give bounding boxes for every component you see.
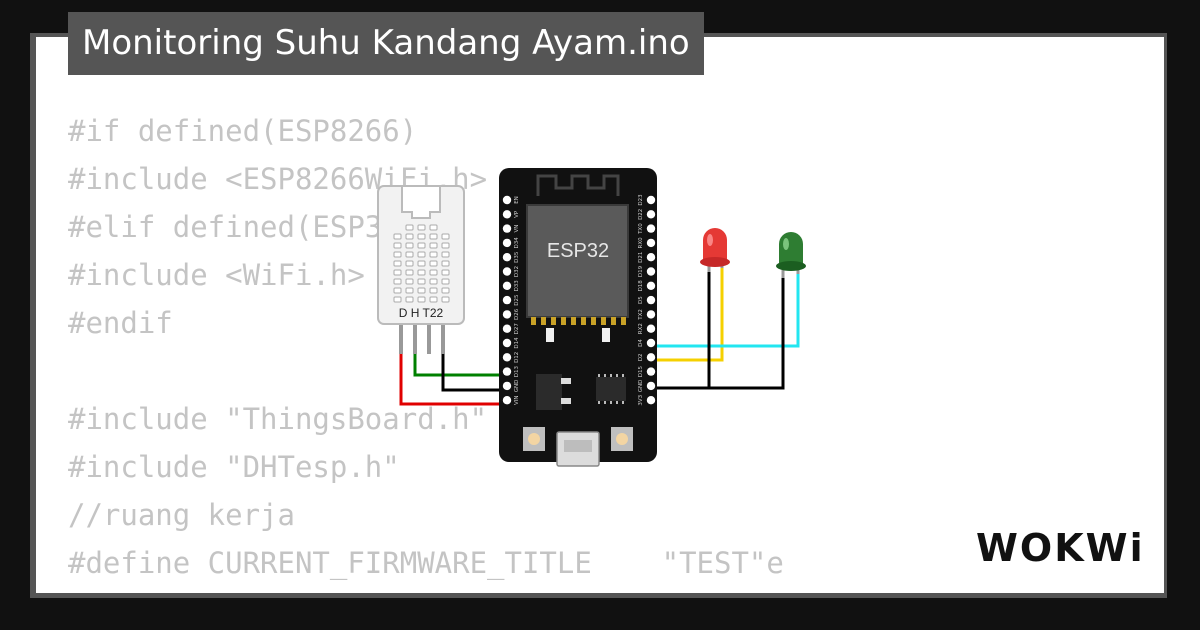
pin-label: D32: [514, 266, 520, 277]
wire-black-led-red: [652, 266, 711, 390]
pin-label: D13: [514, 365, 520, 377]
led-green[interactable]: [776, 232, 806, 278]
pin-label: D33: [514, 280, 520, 292]
smd-component: [546, 328, 554, 342]
code-line: #define CURRENT_FIRMWARE_TITLE "TEST"e: [68, 546, 784, 580]
code-line: #if defined(ESP8266): [68, 114, 418, 148]
pin-tx2[interactable]: [646, 310, 656, 319]
pin-d21[interactable]: [646, 253, 656, 262]
pin-label: D25: [514, 294, 520, 306]
pin-d15[interactable]: [646, 367, 656, 376]
pin-d32[interactable]: [502, 267, 512, 276]
led-red[interactable]: [700, 228, 730, 272]
wokwi-logo: WOKWi: [976, 526, 1145, 570]
pin-label: VN: [514, 225, 520, 233]
pin-label: D35: [514, 251, 520, 263]
en-button-cap[interactable]: [616, 433, 628, 445]
pin-label: D4: [638, 339, 644, 347]
pin-label: EN: [514, 196, 520, 204]
pin-d22[interactable]: [646, 210, 656, 219]
pin-d19[interactable]: [646, 267, 656, 276]
usb-uart-chip: [596, 377, 626, 401]
pin-label: D21: [638, 252, 644, 263]
pin-d12[interactable]: [502, 353, 512, 362]
pin-label: D2: [638, 353, 644, 361]
pin-d23[interactable]: [646, 195, 656, 205]
smd-component: [602, 328, 610, 342]
pin-tx0[interactable]: [646, 224, 656, 233]
wire-black-dht: [441, 352, 508, 392]
code-line: #include "DHTesp.h": [68, 450, 400, 484]
pin-label: RX2: [638, 323, 644, 334]
pin-vn[interactable]: [502, 224, 512, 233]
pin-gnd[interactable]: [646, 381, 656, 391]
pin-d25[interactable]: [502, 295, 512, 305]
pin-label: D18: [638, 280, 644, 292]
wire-black-led-green: [652, 272, 785, 390]
page-title: Monitoring Suhu Kandang Ayam.ino: [68, 12, 704, 75]
wire-yellow: [652, 266, 724, 362]
pin-d18[interactable]: [646, 281, 656, 290]
dht22-sensor[interactable]: D H T22: [377, 185, 465, 354]
antenna-trace: [536, 174, 620, 196]
pin-d33[interactable]: [502, 281, 512, 290]
pin-label: GND: [638, 380, 644, 393]
code-line: //ruang kerja: [68, 498, 295, 532]
pin-label: D5: [638, 296, 644, 304]
pin-label: TX2: [638, 309, 644, 321]
pin-label: D14: [514, 337, 520, 349]
pin-label: GND: [514, 380, 520, 393]
dht22-vents: [393, 224, 450, 303]
pin-d14[interactable]: [502, 338, 512, 348]
pin-d27[interactable]: [502, 324, 512, 333]
pin-label: D34: [514, 237, 520, 249]
pin-label: D27: [514, 323, 520, 335]
pin-d2[interactable]: [646, 353, 656, 362]
wire-cyan: [652, 272, 800, 348]
boot-button-cap[interactable]: [528, 433, 540, 445]
pin-rx2[interactable]: [646, 324, 656, 333]
code-line: #include <ESP8266WiFi.h>: [68, 162, 488, 196]
pin-label: VP: [514, 210, 520, 218]
pin-label: VIN: [514, 395, 520, 405]
pin-d13[interactable]: [502, 367, 512, 376]
esp32-label: ESP32: [547, 240, 609, 262]
pin-label: D23: [638, 194, 644, 206]
pin-en[interactable]: [502, 195, 512, 205]
pin-d5[interactable]: [646, 295, 656, 305]
pin-gnd[interactable]: [502, 381, 512, 391]
pin-vp[interactable]: [502, 210, 512, 219]
pin-d34[interactable]: [502, 238, 512, 248]
pin-label: TX0: [638, 223, 644, 235]
pin-label: D19: [638, 265, 644, 277]
pin-3v3[interactable]: [646, 396, 656, 405]
pin-header-right: D23D22TX0RX0D21D19D18D5TX2RX2D4D2D15GND3…: [638, 194, 656, 406]
pin-rx0[interactable]: [646, 238, 656, 248]
pin-label: D26: [514, 308, 520, 320]
pin-vin[interactable]: [502, 396, 512, 405]
code-line: #include "ThingsBoard.h": [68, 402, 488, 436]
pin-label: D12: [514, 352, 520, 363]
module-castellations: [531, 317, 626, 325]
pin-label: RX0: [638, 237, 644, 249]
esp32-board[interactable]: ESP32 ENVPVND34D35D32D33D25D26D27D14D12D…: [499, 168, 657, 467]
pin-label: D22: [638, 209, 644, 220]
code-line: #include <WiFi.h>: [68, 258, 365, 292]
pin-label: 3V3: [638, 394, 644, 405]
pin-d26[interactable]: [502, 310, 512, 319]
pin-d35[interactable]: [502, 253, 512, 262]
code-preview: #if defined(ESP8266) #include <ESP8266WiF…: [68, 107, 784, 593]
code-line: #elif defined(ESP32): [68, 210, 418, 244]
pin-label: D15: [638, 365, 644, 377]
pin-d4[interactable]: [646, 338, 656, 348]
regulator-chip: [536, 374, 562, 410]
code-line: #endif: [68, 306, 173, 340]
dht22-label: D H T22: [399, 306, 444, 320]
